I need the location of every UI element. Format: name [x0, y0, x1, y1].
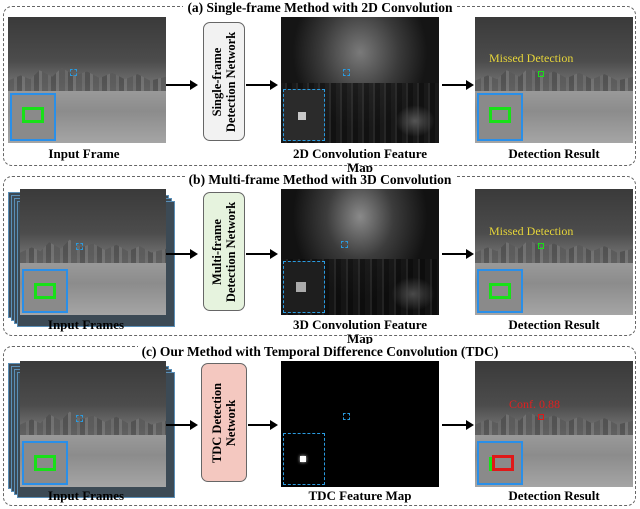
arrow: [442, 80, 474, 90]
input-label: Input Frames: [47, 317, 125, 332]
zoom-inset: [22, 269, 68, 313]
arrow: [166, 249, 198, 259]
arrow: [246, 80, 278, 90]
zoom-inset: [10, 93, 56, 141]
result-label: Detection Result: [508, 488, 600, 503]
result-label: Detection Result: [508, 146, 600, 161]
arrow: [166, 80, 198, 90]
feature-inset: [283, 261, 325, 313]
result-image: Missed Detection: [475, 189, 633, 315]
result-image: Conf. 0.88: [475, 361, 633, 487]
feature-label: 3D Convolution Feature Map: [292, 317, 428, 346]
arrow: [246, 249, 278, 259]
feature-inset: [283, 433, 325, 485]
input-label: Input Frames: [47, 488, 125, 503]
confidence-annotation: Conf. 0.88: [509, 397, 560, 411]
arrow: [442, 420, 474, 430]
feature-map-image: [281, 189, 439, 315]
arrow: [248, 420, 278, 430]
missed-detection-annotation: Missed Detection: [489, 51, 574, 65]
result-image: Missed Detection: [475, 17, 633, 143]
zoom-inset: [477, 93, 523, 141]
zoom-inset: [477, 441, 523, 485]
feature-map-image: [281, 17, 439, 143]
feature-map-image: [281, 361, 439, 487]
input-frame-image: [8, 17, 166, 143]
input-label: Input Frame: [48, 146, 120, 161]
arrow: [442, 249, 474, 259]
feature-inset: [283, 89, 325, 141]
missed-detection-annotation: Missed Detection: [489, 224, 574, 238]
zoom-inset: [22, 441, 68, 485]
arrow: [166, 420, 198, 430]
input-frames-image: [20, 361, 166, 487]
feature-label: TDC Feature Map: [308, 488, 412, 503]
panel-title: (b) Multi-frame Method with 3D Convoluti…: [0, 172, 640, 187]
result-label: Detection Result: [508, 317, 600, 332]
zoom-inset: [477, 269, 523, 313]
input-frames-image: [20, 189, 166, 315]
panel-title: (a) Single-frame Method with 2D Convolut…: [0, 0, 640, 15]
panel-title: (c) Our Method with Temporal Difference …: [0, 344, 640, 359]
feature-label: 2D Convolution Feature Map: [292, 146, 428, 175]
